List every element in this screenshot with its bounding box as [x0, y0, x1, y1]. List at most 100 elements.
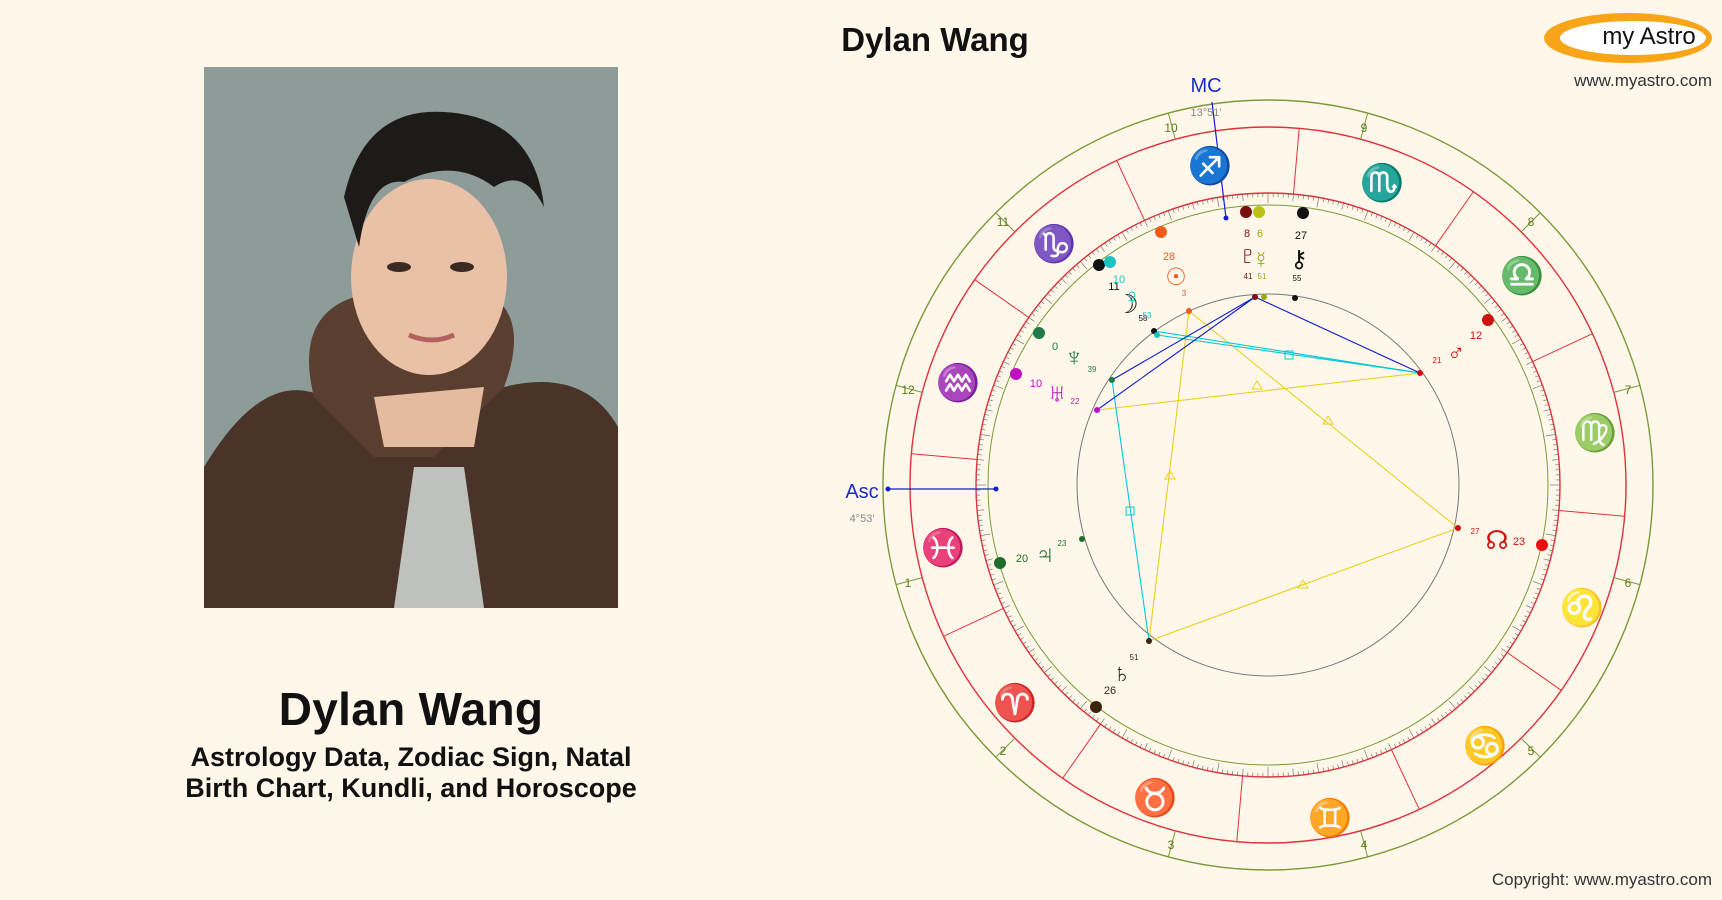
myastro-logo[interactable]: [1544, 13, 1712, 63]
degree-tick: [1025, 321, 1030, 325]
sun-icon: ☉: [1165, 264, 1187, 291]
sign-divider-line: [1062, 723, 1101, 779]
degree-tick: [1384, 747, 1388, 752]
north-node-dot: [1536, 539, 1548, 551]
house-cusp-line: [895, 577, 923, 586]
moon-degree: 11: [1108, 281, 1119, 293]
degree-tick: [1469, 278, 1475, 284]
degree-tick: [995, 380, 1000, 383]
planet-mercury[interactable]: ☿ 6 51: [1252, 206, 1270, 300]
sun-minute: 3: [1182, 289, 1187, 298]
sun-degree: 28: [1163, 251, 1175, 263]
degree-tick: [1050, 677, 1055, 681]
degree-tick: [1501, 648, 1508, 653]
degree-tick: [1040, 666, 1045, 669]
neptune-degree: 0: [1052, 341, 1058, 353]
planet-uranus[interactable]: ♅ 10 22: [1010, 368, 1100, 413]
degree-tick: [1327, 766, 1330, 771]
degree-tick: [1437, 248, 1440, 253]
ascendant-dot: [885, 486, 891, 492]
house-number-5: 5: [1528, 744, 1535, 758]
logo-text[interactable]: my Astro: [1590, 23, 1708, 51]
degree-tick: [1550, 539, 1555, 542]
degree-tick: [985, 558, 993, 561]
degree-tick: [1034, 309, 1039, 312]
degree-tick: [1126, 229, 1129, 234]
mercury-icon: ☿: [1252, 247, 1270, 274]
degree-tick: [1547, 554, 1552, 556]
planet-saturn[interactable]: ♄ 26 51: [1090, 638, 1152, 713]
degree-tick: [1351, 205, 1354, 210]
scorpio-icon: ♏: [1360, 162, 1405, 203]
degree-tick: [1057, 281, 1062, 286]
degree-tick: [1332, 200, 1334, 205]
degree-tick: [1177, 758, 1180, 763]
mercury-minute: 51: [1258, 272, 1267, 281]
logo-text-astro: Astro: [1639, 23, 1696, 50]
degree-tick: [1341, 760, 1344, 768]
degree-tick: [1167, 749, 1172, 760]
aspect-square-marker: [1125, 506, 1135, 516]
degree-tick: [987, 404, 992, 406]
degree-tick: [1316, 197, 1320, 208]
degree-tick: [1501, 317, 1508, 322]
degree-tick: [1187, 204, 1189, 209]
planet-jupiter[interactable]: ♃ 20 23: [994, 536, 1085, 569]
degree-tick: [1512, 625, 1522, 632]
degree-tick: [1121, 231, 1128, 241]
degree-tick: [1144, 743, 1148, 750]
planet-pluto[interactable]: ♇ 8 41: [1238, 206, 1258, 300]
degree-tick: [1553, 524, 1558, 526]
degree-tick: [1010, 619, 1014, 623]
planet-venus[interactable]: ♀ 10 53: [1104, 256, 1160, 338]
degree-tick: [1322, 198, 1325, 203]
degree-tick: [981, 428, 986, 431]
house-number-6: 6: [1625, 576, 1632, 590]
planet-chiron[interactable]: ⚷ 27 55: [1290, 207, 1309, 301]
degree-tick: [1148, 218, 1152, 223]
degree-tick: [1163, 212, 1166, 217]
degree-tick: [1092, 251, 1095, 256]
degree-tick: [1177, 207, 1180, 212]
degree-tick: [1543, 568, 1548, 571]
degree-tick: [1072, 698, 1076, 703]
degree-tick: [1307, 195, 1309, 200]
midheaven-label: MC: [1190, 75, 1221, 97]
sign-divider-line: [911, 453, 978, 461]
house-cusp-line: [995, 737, 1016, 758]
degree-tick: [1061, 686, 1067, 692]
midheaven-dot: [1223, 215, 1229, 221]
degree-tick: [1126, 736, 1129, 741]
degree-tick: [1549, 423, 1554, 426]
planet-mars[interactable]: ♂ 12 21: [1417, 314, 1494, 376]
uranus-dot: [1010, 368, 1022, 380]
degree-tick: [1022, 325, 1027, 329]
degree-tick: [1497, 658, 1502, 661]
planet-neptune[interactable]: ♆ 0 39: [1033, 327, 1115, 383]
aspect-trine-marker: [1251, 380, 1263, 390]
degree-tick: [1222, 196, 1224, 201]
planet-moon[interactable]: ☽ 11 58: [1093, 259, 1157, 334]
degree-tick: [1028, 317, 1035, 322]
planet-north-node[interactable]: ☊ 23 27: [1455, 525, 1548, 555]
degree-tick: [1182, 760, 1185, 765]
moon-dot: [1093, 259, 1105, 271]
degree-tick: [1113, 729, 1116, 733]
mars-minute: 21: [1433, 356, 1442, 365]
degree-tick: [1445, 711, 1449, 716]
degree-tick: [1347, 204, 1349, 209]
degree-tick: [1057, 684, 1062, 689]
planet-sun[interactable]: ☉ 28 3: [1155, 226, 1192, 314]
degree-tick: [1544, 564, 1549, 566]
libra-icon: ♎: [1500, 255, 1545, 296]
degree-tick: [1393, 222, 1397, 227]
degree-tick: [1100, 245, 1105, 252]
degree-tick: [1054, 681, 1058, 685]
degree-tick: [983, 549, 988, 551]
degree-tick: [1148, 747, 1152, 752]
site-url[interactable]: www.myastro.com: [1574, 71, 1712, 90]
copyright-text: Copyright: www.myastro.com: [1491, 870, 1712, 889]
degree-tick: [1104, 723, 1108, 728]
degree-tick: [987, 564, 992, 566]
degree-tick: [1031, 313, 1036, 316]
